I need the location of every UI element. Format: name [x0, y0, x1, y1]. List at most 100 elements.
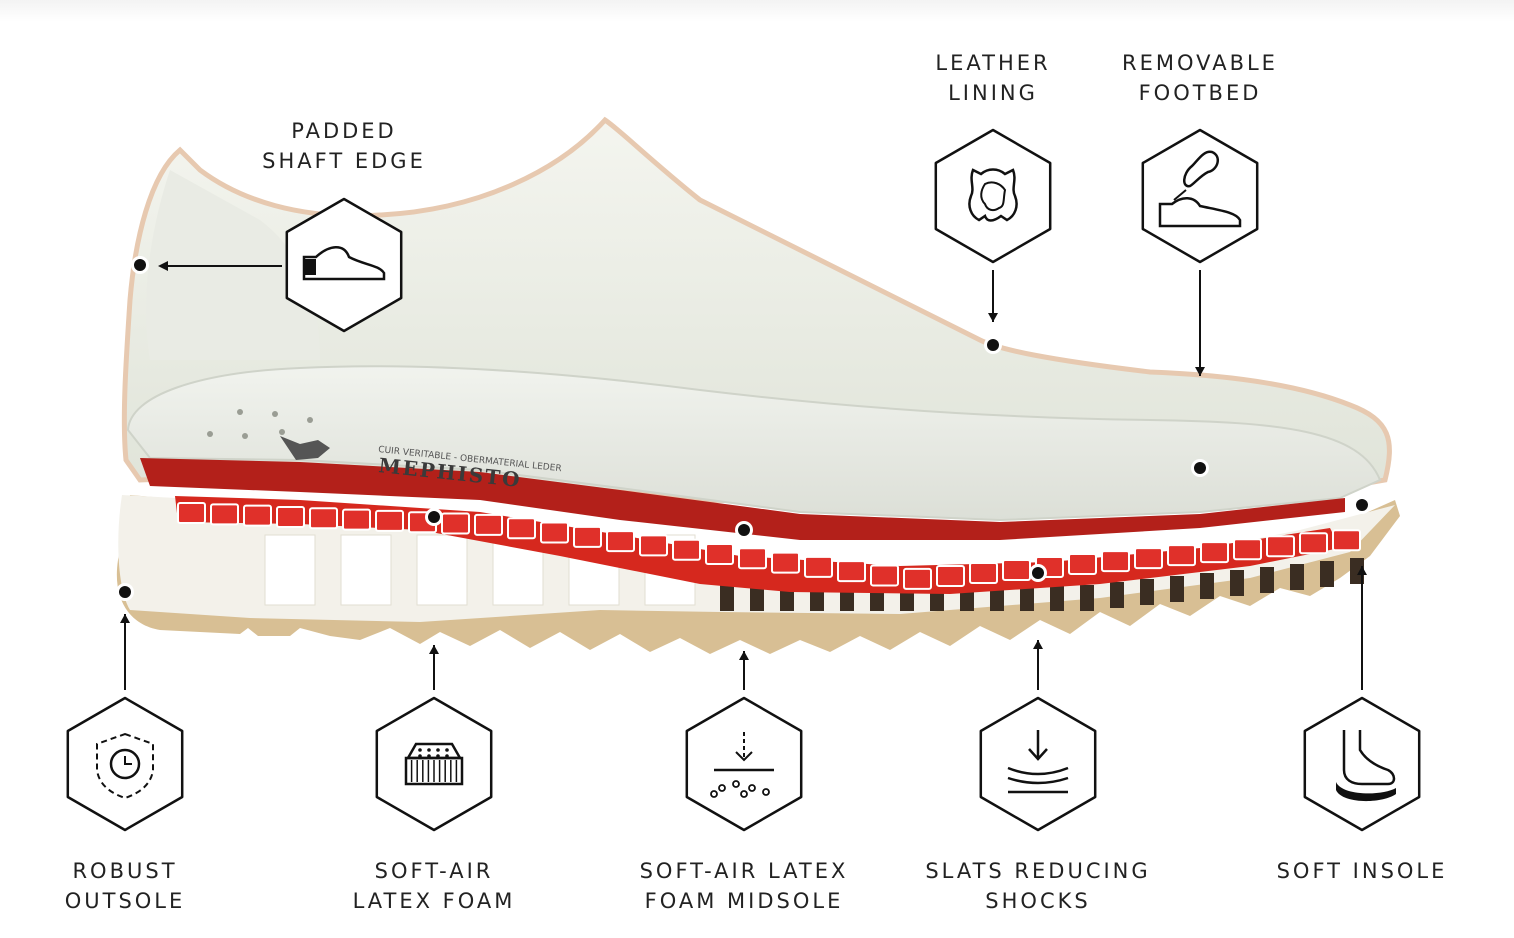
- label-padded-shaft-edge: PADDED SHAFT EDGE: [262, 116, 426, 176]
- foam-cell: [243, 504, 272, 527]
- foam-cell: [870, 564, 899, 587]
- hex-badge-removable-footbed: [1141, 128, 1259, 264]
- arrow-removable-footbed-head: [1195, 367, 1205, 376]
- label-line-2: LATEX FOAM: [352, 889, 516, 913]
- absorb-dot: [732, 780, 740, 788]
- marker-robust-outsole: [119, 586, 131, 598]
- label-line-1: SOFT INSOLE: [1276, 859, 1448, 883]
- foam-cell: [1200, 541, 1229, 564]
- foam-cell: [342, 508, 371, 531]
- foam-cell: [969, 561, 998, 584]
- shoe-shape: [1158, 197, 1242, 228]
- foam-cell: [771, 551, 800, 574]
- label-line-2: SHOCKS: [985, 889, 1091, 913]
- slat-gap: [1020, 585, 1034, 611]
- foam-cell: [1266, 535, 1295, 558]
- footprint-shape: [1183, 150, 1220, 188]
- label-line-2: SHAFT EDGE: [262, 149, 426, 173]
- absorb-dot: [748, 784, 756, 792]
- foam-cell: [309, 507, 338, 530]
- absorb-dot: [740, 790, 748, 798]
- label-line-2: LINING: [948, 81, 1038, 105]
- foam-cell: [705, 542, 734, 565]
- marker-padded-shaft-edge: [134, 259, 146, 271]
- foam-pore: [418, 748, 422, 752]
- foam-cell: [375, 509, 404, 532]
- clock-face: [109, 748, 141, 780]
- marker-slats-reducing-shocks: [1032, 567, 1044, 579]
- foam-block-icon: [404, 742, 464, 786]
- slat-gap: [720, 585, 734, 611]
- foam-cell: [1167, 544, 1196, 567]
- foam-cell: [639, 534, 668, 557]
- slat-gap: [750, 585, 764, 611]
- foot-insole-icon: [1336, 730, 1396, 802]
- arrow-slats-reducing-shocks-head: [1033, 640, 1043, 649]
- shield-outline: [96, 732, 154, 800]
- shock-waves-icon: [1007, 730, 1069, 794]
- label-line-1: REMOVABLE: [1122, 51, 1278, 75]
- slat-gap: [1230, 570, 1244, 596]
- label-soft-air-latex-foam: SOFT-AIR LATEX FOAM: [353, 856, 516, 916]
- label-line-2: FOAM MIDSOLE: [644, 889, 844, 913]
- foam-cell: [606, 530, 635, 553]
- hex-badge-slats-reducing-shocks: [979, 696, 1097, 832]
- shock-wave: [1007, 766, 1069, 776]
- hexagon-frame: [685, 696, 803, 832]
- slat-gap: [1260, 567, 1274, 593]
- footprint-shoe-icon: [1158, 150, 1242, 228]
- clock-hands: [124, 756, 132, 765]
- label-line-2: FOOTBED: [1138, 81, 1262, 105]
- hide-inner: [980, 181, 1007, 212]
- brand-logo-icon: [280, 436, 330, 460]
- label-line-1: SOFT-AIR LATEX: [639, 859, 849, 883]
- arrow-padded-shaft-edge-head: [158, 261, 168, 271]
- absorption-dots-icon: [710, 732, 774, 798]
- hide-outline: [968, 168, 1018, 222]
- slat-gap: [990, 585, 1004, 611]
- slat-gap: [1110, 582, 1124, 608]
- foam-cell: [936, 564, 965, 587]
- sneaker-icon: [302, 246, 386, 281]
- hex-badge-soft-air-latex-foam: [375, 696, 493, 832]
- foam-base: [404, 756, 464, 786]
- hex-badge-soft-insole: [1303, 696, 1421, 832]
- foam-cell: [210, 503, 239, 526]
- sneaker-shape: [302, 246, 386, 281]
- top-bar: [0, 0, 1514, 22]
- slat-gap: [1200, 573, 1214, 599]
- foam-cell: [1233, 538, 1262, 561]
- foam-pore: [445, 748, 449, 752]
- label-removable-footbed: REMOVABLE FOOTBED: [1122, 48, 1278, 108]
- insole-shape: [1336, 782, 1396, 802]
- insole-edge: [140, 458, 1345, 540]
- hexagon-frame: [934, 128, 1052, 264]
- label-leather-lining: LEATHER LINING: [935, 48, 1050, 108]
- foam-cell: [1299, 532, 1328, 555]
- insole-holes: [207, 409, 313, 439]
- midsole-column: [416, 534, 468, 606]
- hex-badge-padded-shaft-edge: [285, 197, 403, 333]
- hexagon-frame: [1303, 696, 1421, 832]
- foam-cell: [573, 525, 602, 548]
- arrow-soft-air-latex-foam-head: [429, 645, 439, 654]
- callouts: [116, 256, 1371, 690]
- arrow-soft-air-latex-foam-midsole-head: [739, 651, 749, 660]
- foam-cell: [1002, 559, 1031, 581]
- foam-cell: [1068, 553, 1097, 576]
- foam-cells: [177, 502, 1361, 590]
- marker-soft-insole: [1356, 499, 1368, 511]
- slat-gap: [1320, 561, 1334, 587]
- foam-cell: [1134, 547, 1163, 570]
- foam-cell: [804, 555, 833, 578]
- foam-cell: [903, 567, 932, 590]
- leather-hide-icon: [968, 168, 1018, 222]
- foam-cell: [1101, 550, 1130, 573]
- label-robust-outsole: ROBUST OUTSOLE: [65, 856, 186, 916]
- shock-arrow-head: [1028, 748, 1048, 761]
- marker-soft-air-latex-foam: [428, 511, 440, 523]
- hexagon-frame: [1141, 128, 1259, 264]
- foam-pore: [427, 748, 431, 752]
- foam-cell: [474, 513, 503, 536]
- hex-badge-soft-air-latex-foam-midsole: [685, 696, 803, 832]
